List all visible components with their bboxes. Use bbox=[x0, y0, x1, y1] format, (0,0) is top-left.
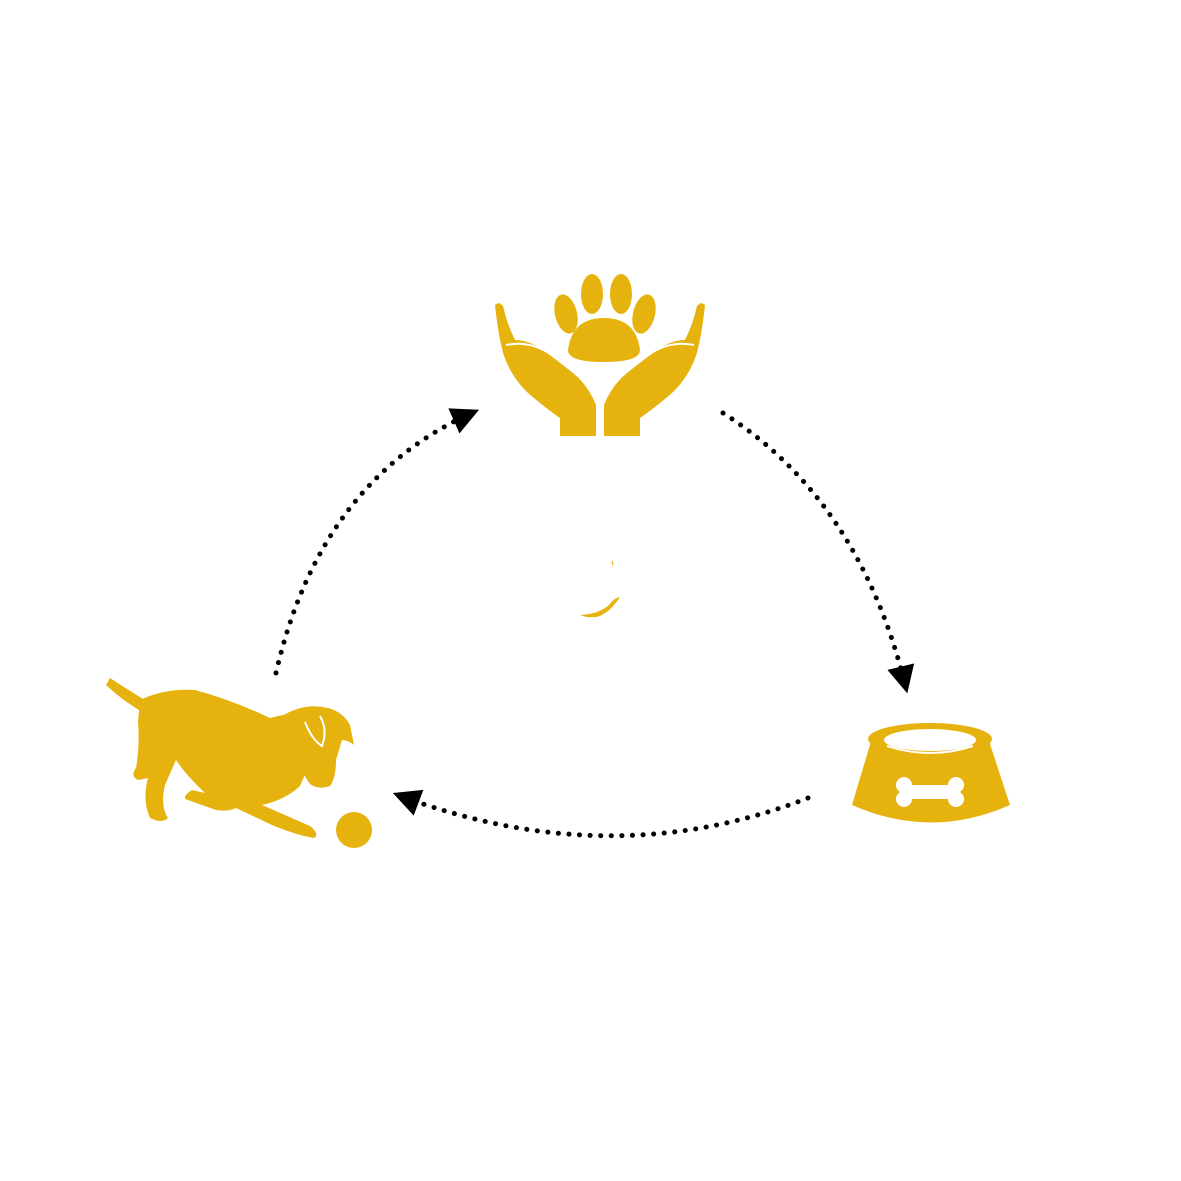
dog-food-bowl-with-bone-icon bbox=[852, 723, 1010, 823]
ball bbox=[336, 812, 372, 848]
center-swoosh-mark bbox=[580, 560, 620, 618]
hands-holding-paw-icon bbox=[495, 274, 705, 436]
arrow-play-to-care bbox=[273, 408, 480, 676]
puppy-playing-with-ball-icon bbox=[106, 678, 372, 848]
arrow-care-to-feed bbox=[720, 410, 915, 694]
arrow-feed-to-play bbox=[392, 789, 811, 839]
